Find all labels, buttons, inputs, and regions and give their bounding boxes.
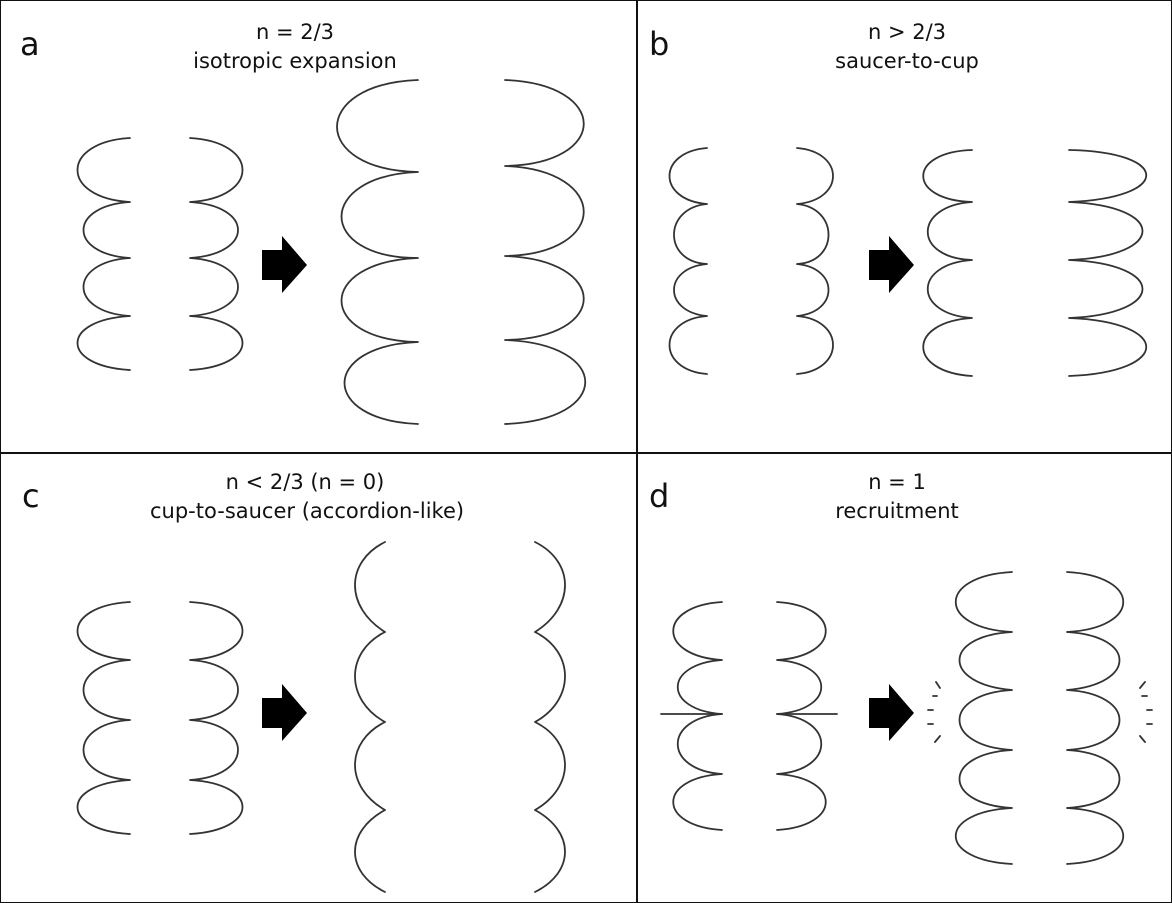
- right-arrow-icon: [869, 236, 914, 293]
- panel-caption: n > 2/3 saucer-to-cup: [807, 18, 1007, 76]
- panel-letter: b: [649, 25, 670, 63]
- expansion-label: recruitment: [835, 499, 959, 523]
- after-right-stack: [1068, 149, 1148, 377]
- before-left-stack: [76, 137, 131, 371]
- panel-caption: n < 2/3 (n = 0) cup-to-saucer (accordion…: [150, 468, 465, 526]
- panel-c: c n < 2/3 (n = 0) cup-to-saucer (accordi…: [0, 452, 638, 903]
- panel-b: b n > 2/3 saucer-to-cup: [637, 0, 1172, 454]
- panel-caption: n = 2/3 isotropic expansion: [170, 18, 420, 76]
- before-left-stack: [668, 147, 708, 375]
- panel-letter: d: [649, 477, 670, 515]
- panel-letter: c: [22, 477, 40, 515]
- horizontal-divider: [0, 452, 1172, 454]
- right-arrow-icon: [869, 684, 914, 741]
- panel-b-drawing: [668, 147, 1148, 377]
- panel-c-drawing: [76, 541, 566, 893]
- after-right-stack: [534, 541, 566, 893]
- before-right-stack: [776, 601, 827, 831]
- panel-letter: a: [20, 25, 40, 63]
- after-right-stack: [1066, 571, 1124, 865]
- panel-a-drawing: [76, 79, 587, 425]
- after-left-stack: [955, 571, 1013, 865]
- formula: n = 2/3: [255, 20, 335, 44]
- right-arrow-icon: [262, 684, 307, 741]
- after-left-stack: [354, 541, 386, 893]
- before-left-stack: [76, 601, 131, 835]
- expansion-label: saucer-to-cup: [835, 49, 979, 73]
- panel-caption: n = 1 recruitment: [797, 468, 997, 526]
- right-arrow-icon: [262, 236, 307, 293]
- panel-a: a n = 2/3 isotropic expansion: [0, 0, 638, 454]
- formula: n = 1: [868, 470, 926, 494]
- expansion-label: isotropic expansion: [193, 49, 397, 73]
- after-right-stack: [504, 79, 587, 425]
- before-right-stack: [796, 147, 834, 375]
- recruitment-ticks: [927, 681, 1153, 743]
- after-left-stack: [336, 79, 419, 425]
- formula: n < 2/3 (n = 0): [225, 470, 385, 494]
- after-left-stack: [922, 149, 973, 377]
- vertical-divider: [636, 0, 638, 903]
- panel-d: d n = 1 recruitment: [637, 452, 1172, 903]
- before-right-stack: [189, 601, 244, 835]
- before-right-stack: [189, 137, 244, 371]
- formula: n > 2/3: [867, 20, 947, 44]
- panel-d-drawing: [660, 571, 1153, 865]
- before-left-stack: [672, 601, 723, 831]
- expansion-label: cup-to-saucer (accordion-like): [150, 499, 465, 523]
